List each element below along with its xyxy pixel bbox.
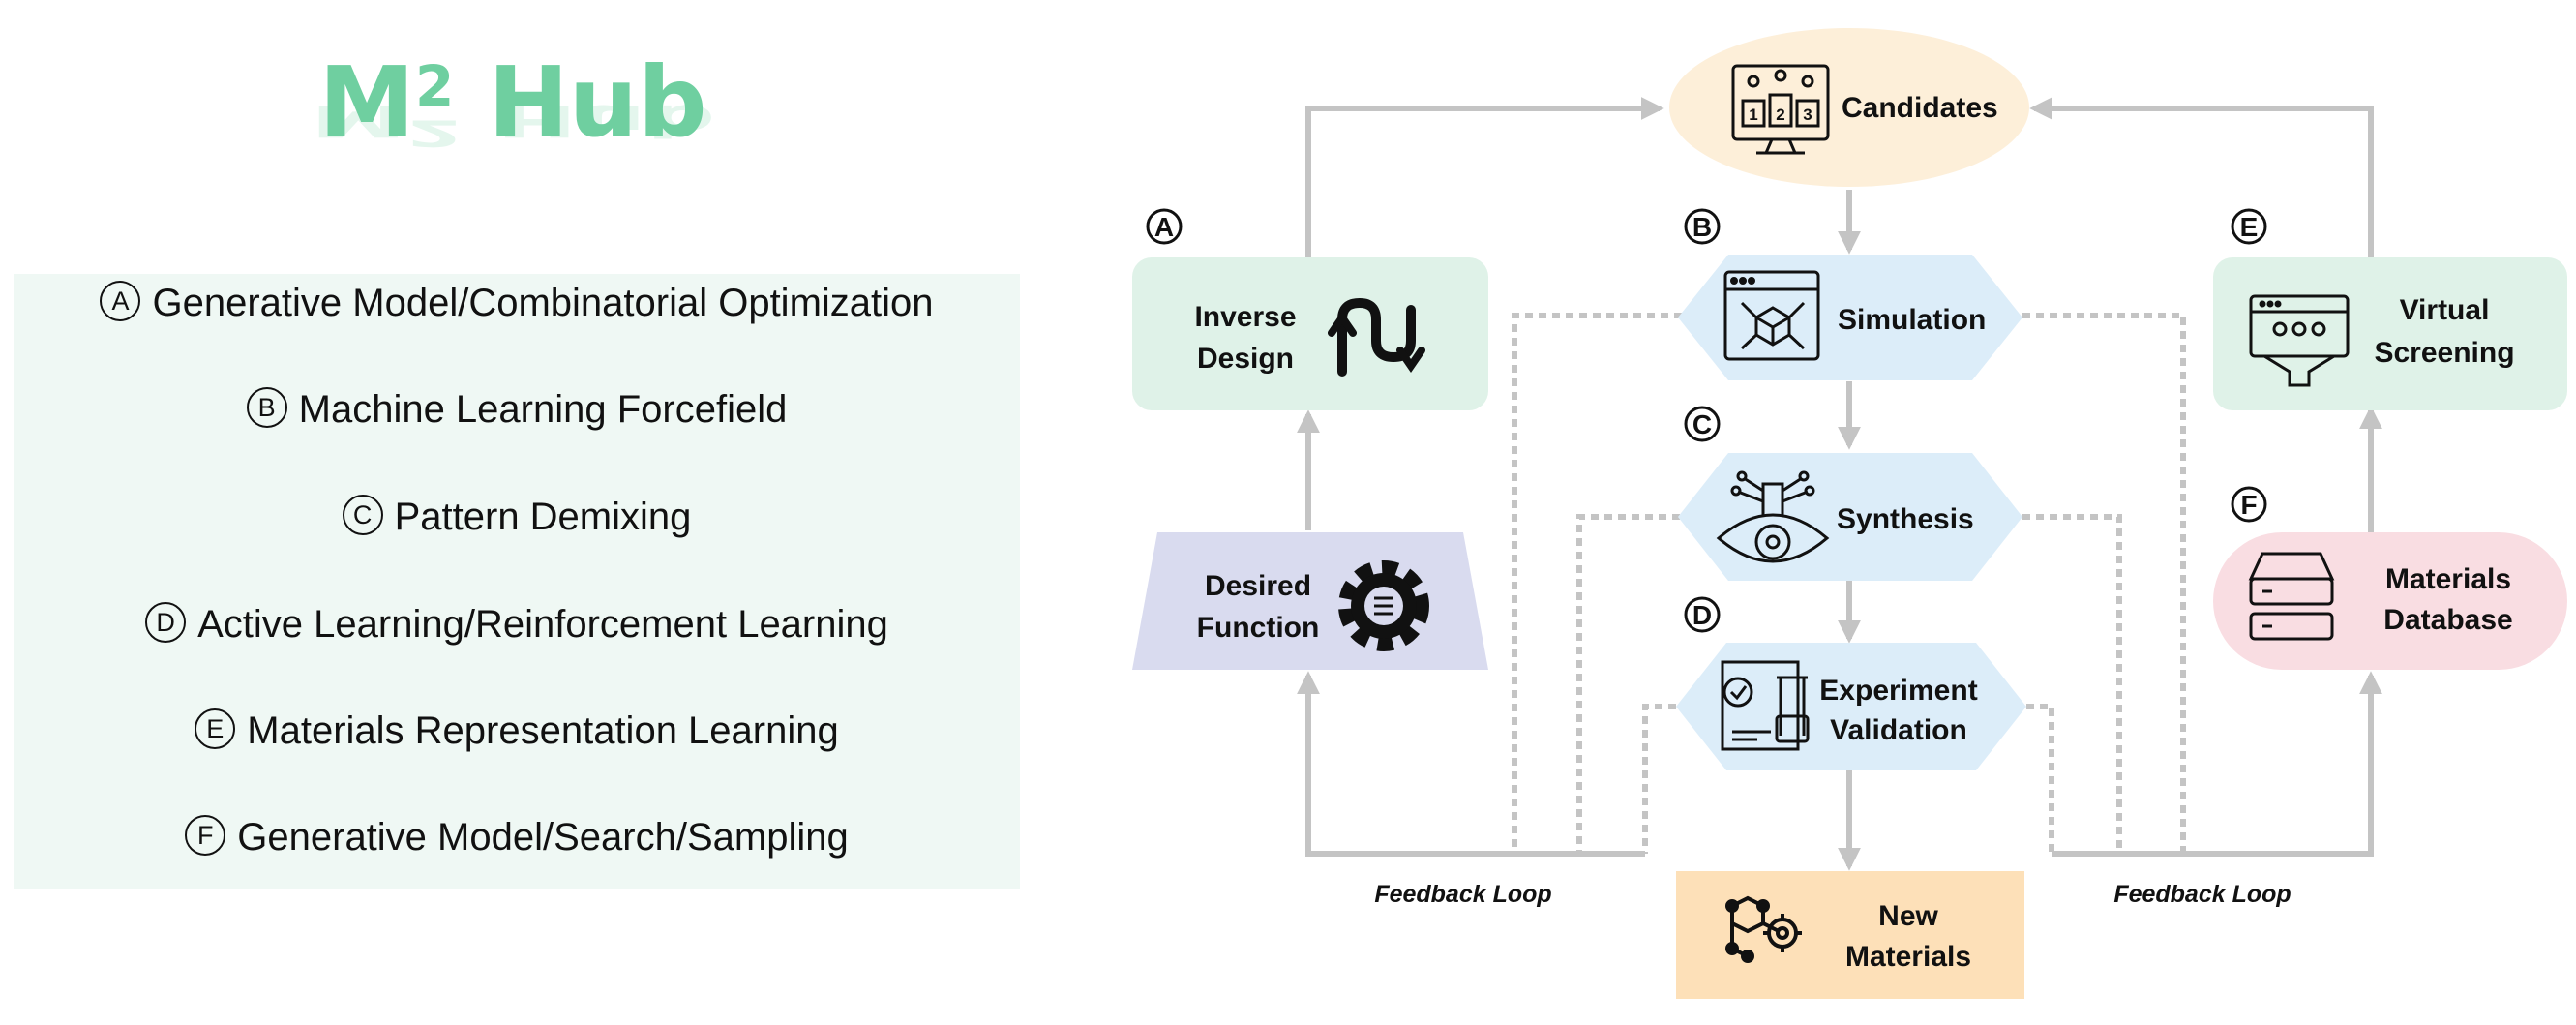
arrow-inverse-to-candidates <box>1305 97 1664 259</box>
materials-database-label-line1: Materials <box>2385 563 2511 595</box>
badge-a-text: A <box>1154 212 1174 242</box>
feedback-loop-right-label: Feedback Loop <box>2113 881 2291 908</box>
dotted-synthesis-right <box>2022 514 2122 854</box>
up-down-flow-icon <box>1328 297 1425 377</box>
materials-database-label-line2: Database <box>2383 604 2512 636</box>
ranking-monitor-icon: 1 2 3 <box>1731 64 1830 155</box>
new-materials-label-line1: New <box>1878 900 1938 932</box>
connector-arrows <box>1297 97 2382 871</box>
desired-function-label-line1: Desired <box>1205 570 1311 602</box>
arrow-screening-to-candidates <box>2029 97 2374 259</box>
dotted-feedback-lines <box>1512 313 2186 854</box>
new-materials-node: New Materials <box>1676 871 2024 999</box>
materials-database-node: Materials Database <box>2213 532 2567 670</box>
badge-c-text: C <box>1692 409 1712 439</box>
method-label-e: Materials Representation Learning <box>247 709 839 752</box>
candidates-label: Candidates <box>1842 92 1998 124</box>
rank-3-label: 3 <box>1803 106 1812 124</box>
dotted-experiment-right <box>2026 704 2054 854</box>
badge-d: D <box>1684 596 1721 633</box>
method-label-d: Active Learning/Reinforcement Learning <box>197 603 888 646</box>
virtual-screening-label-line2: Screening <box>2374 337 2514 369</box>
experiment-document-icon <box>1721 660 1810 751</box>
dotted-experiment-left <box>1642 704 1676 854</box>
hub-title: M2 Hub <box>0 54 1026 151</box>
simulation-label: Simulation <box>1838 304 1986 336</box>
badge-b-icon: B <box>246 387 287 429</box>
badge-f-text: F <box>2240 490 2257 520</box>
badge-c: C <box>1684 406 1721 442</box>
virtual-screening-node: Virtual Screening <box>2213 257 2567 410</box>
new-materials-label-line2: Materials <box>1845 941 1971 973</box>
screening-funnel-icon <box>2249 294 2350 387</box>
method-label-b: Machine Learning Forcefield <box>298 388 788 431</box>
badge-e-text: E <box>2240 212 2259 242</box>
method-list-panel: A Generative Model/Combinatorial Optimiza… <box>14 274 1020 889</box>
arrow-right-feedback <box>2052 671 2382 857</box>
database-server-icon <box>2248 552 2335 641</box>
method-item-f: F Generative Model/Search/Sampling <box>14 815 1020 859</box>
method-item-a: A Generative Model/Combinatorial Optimiza… <box>14 281 1020 325</box>
simulation-icon <box>1723 270 1820 361</box>
candidates-node: 1 2 3 Candidates <box>1669 28 2029 187</box>
badge-d-text: D <box>1692 600 1712 630</box>
badge-d-icon: D <box>145 602 187 644</box>
method-label-a: Generative Model/Combinatorial Optimizat… <box>152 282 934 324</box>
badge-b: B <box>1684 208 1721 245</box>
badge-e: E <box>2231 208 2267 245</box>
experiment-label-line1: Experiment <box>1819 675 1977 707</box>
method-item-b: B Machine Learning Forcefield <box>14 387 1020 432</box>
rank-2-label: 2 <box>1776 106 1784 124</box>
gear-icon <box>1338 560 1429 651</box>
experiment-label-line2: Validation <box>1830 714 1967 746</box>
badge-b-text: B <box>1692 212 1712 242</box>
synthesis-label: Synthesis <box>1837 503 1974 535</box>
molecule-gear-icon <box>1725 895 1802 963</box>
badge-a: A <box>1146 208 1183 245</box>
simulation-node: Simulation <box>1678 255 2022 380</box>
hub-title-superscript: 2 <box>414 53 455 119</box>
hub-title-main: M <box>318 45 415 159</box>
method-item-c: C Pattern Demixing <box>14 495 1020 539</box>
badge-f-icon: F <box>185 815 226 857</box>
dotted-synthesis-left <box>1576 514 1680 854</box>
arrow-left-feedback <box>1297 671 1645 857</box>
badge-a-icon: A <box>100 281 141 322</box>
dotted-simulation-left <box>1512 313 1682 854</box>
method-label-c: Pattern Demixing <box>394 496 692 538</box>
badge-c-icon: C <box>342 495 383 536</box>
method-item-e: E Materials Representation Learning <box>14 708 1020 753</box>
virtual-screening-label-line1: Virtual <box>2400 294 2490 326</box>
experiment-validation-node: Experiment Validation <box>1676 643 2026 770</box>
synthesis-eye-flask-icon <box>1716 470 1830 563</box>
hub-title-rest: Hub <box>454 45 707 159</box>
desired-function-label-line2: Function <box>1197 612 1320 644</box>
badge-f: F <box>2231 486 2267 523</box>
inverse-design-label-line2: Design <box>1197 343 1294 375</box>
inverse-design-node: Inverse Design <box>1132 257 1488 410</box>
badge-e-icon: E <box>195 708 236 750</box>
rank-1-label: 1 <box>1749 106 1757 124</box>
desired-function-node: Desired Function <box>1132 532 1488 670</box>
feedback-loop-left-label: Feedback Loop <box>1374 881 1551 908</box>
inverse-design-label-line1: Inverse <box>1194 301 1296 333</box>
method-label-f: Generative Model/Search/Sampling <box>237 816 849 859</box>
synthesis-node: Synthesis <box>1678 453 2022 581</box>
dotted-simulation-right <box>2022 313 2186 854</box>
